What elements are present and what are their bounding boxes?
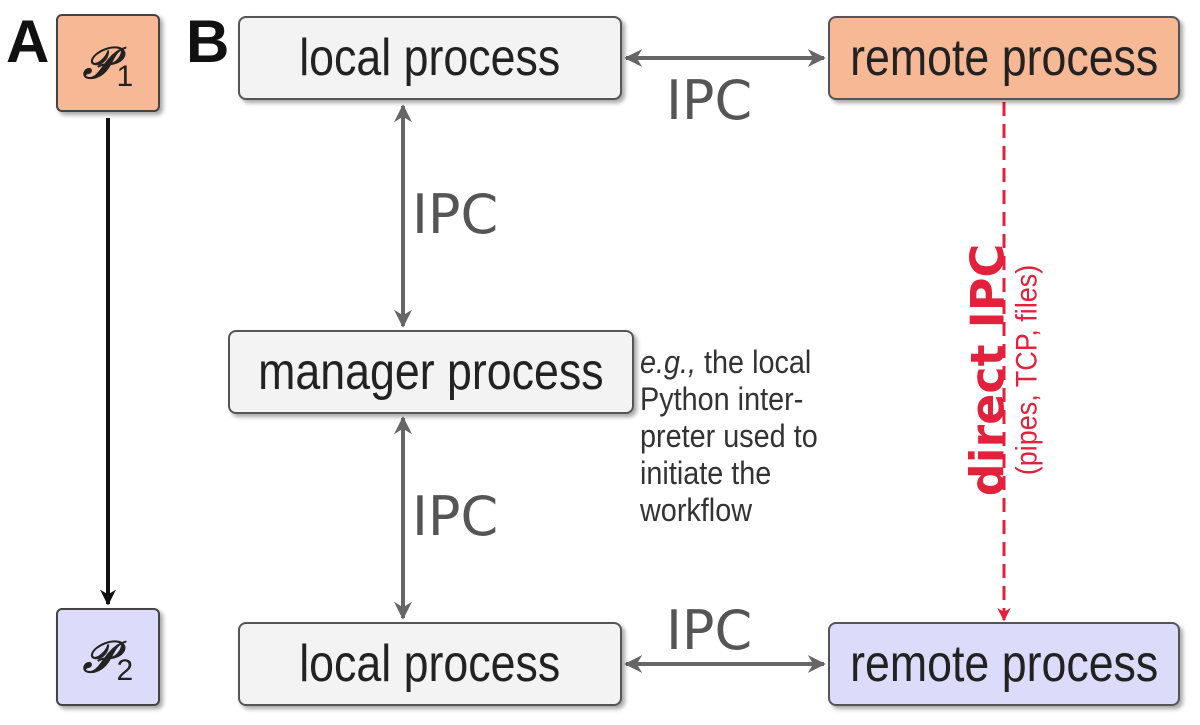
note-line-2: Python inter- bbox=[640, 381, 804, 417]
manager-process-label: manager process bbox=[258, 343, 604, 401]
remote-process-top-label: remote process bbox=[849, 29, 1159, 87]
note-line-5: workflow bbox=[640, 492, 753, 528]
p1-subscript: 1 bbox=[116, 60, 134, 93]
remote-process-bottom-label: remote process bbox=[849, 635, 1159, 693]
p2-symbol: 𝒫 bbox=[82, 631, 115, 683]
manager-process: manager process bbox=[228, 330, 634, 414]
remote-process-top: remote process bbox=[828, 16, 1180, 100]
panel-label-b: B bbox=[186, 8, 230, 75]
panel-label-a: A bbox=[6, 8, 50, 75]
p1-symbol: 𝒫 bbox=[82, 37, 115, 89]
note-line-3: preter used to bbox=[640, 418, 818, 454]
note-line-1-rest: the local bbox=[696, 344, 812, 380]
local-process-top-label: local process bbox=[299, 29, 561, 87]
local-process-bottom: local process bbox=[238, 622, 622, 706]
upper-vertical-ipc-label: IPC bbox=[412, 183, 499, 246]
local-process-top: local process bbox=[238, 16, 622, 100]
bottom-ipc-label: IPC bbox=[666, 599, 753, 662]
note-line-1: e.g., the local bbox=[640, 344, 856, 381]
manager-note: e.g., the local Python inter- preter use… bbox=[640, 344, 880, 529]
note-line-4: initiate the bbox=[640, 455, 772, 491]
direct-ipc-detail: (pipes, TCP, files) bbox=[1010, 264, 1044, 476]
remote-process-bottom: remote process bbox=[828, 622, 1180, 706]
lower-vertical-ipc-label: IPC bbox=[412, 485, 499, 548]
top-ipc-label: IPC bbox=[666, 69, 753, 132]
note-emphasis: e.g., bbox=[640, 344, 697, 380]
local-process-bottom-label: local process bbox=[299, 635, 561, 693]
p2-subscript: 2 bbox=[116, 654, 134, 687]
direct-ipc-title: direct IPC bbox=[960, 243, 1015, 497]
